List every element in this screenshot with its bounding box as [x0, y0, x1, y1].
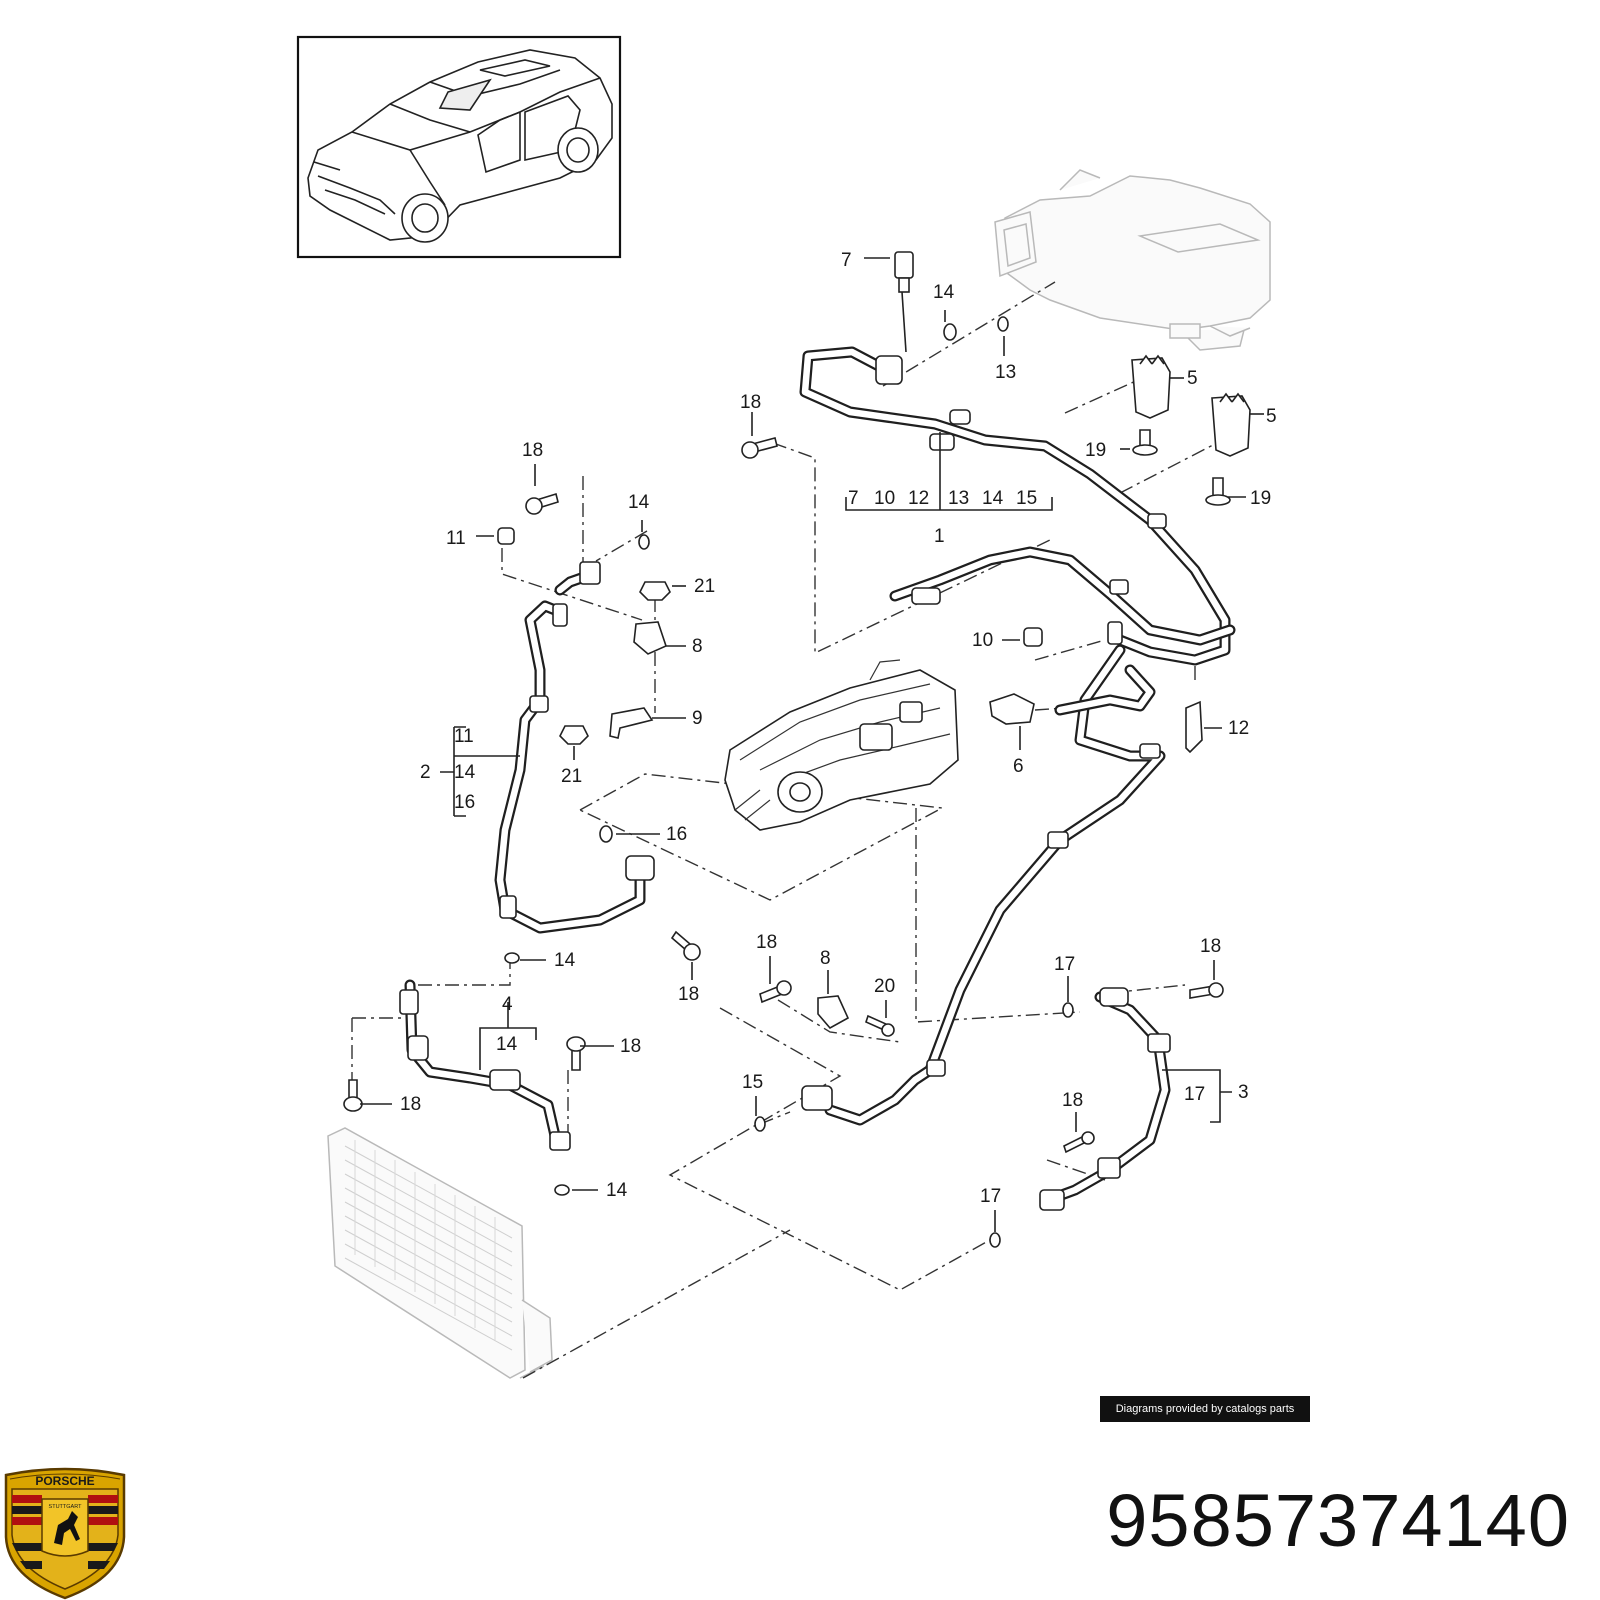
callout-4: 4: [502, 994, 513, 1015]
callout-18: 18: [400, 1094, 421, 1115]
condenser: [327, 1127, 553, 1379]
car-illustration: [307, 49, 613, 243]
callout-8: 8: [692, 636, 703, 657]
callout-10: 10: [972, 630, 993, 651]
callout-9: 9: [692, 708, 703, 729]
callout-18: 18: [740, 392, 761, 413]
callout-19: 19: [1250, 488, 1271, 509]
group-1-item: 14: [982, 488, 1004, 509]
group-2-item: 16: [454, 792, 475, 813]
ac-compressor: [724, 659, 959, 831]
callout-20: 20: [874, 976, 895, 997]
callout-5: 5: [1266, 406, 1277, 427]
callout-18: 18: [1200, 936, 1221, 957]
callout-17: 17: [1054, 954, 1075, 975]
callout-19: 19: [1085, 440, 1106, 461]
callout-18: 18: [756, 932, 777, 953]
fittings: [343, 251, 1251, 1248]
callout-12: 12: [1228, 718, 1249, 739]
group-1-item: 13: [948, 488, 969, 509]
callout-17: 17: [980, 1186, 1001, 1207]
group-2-item: 11: [454, 726, 474, 747]
callout-6: 6: [1013, 756, 1024, 777]
callout-18: 18: [1062, 1090, 1083, 1111]
hvac-unit: [994, 169, 1271, 351]
callout-14: 14: [606, 1180, 628, 1201]
callout-2: 2: [420, 762, 431, 783]
callout-21: 21: [694, 576, 715, 597]
group-1-item: 7: [848, 488, 859, 509]
logo-stuttgart: STUTTGART: [49, 1504, 83, 1510]
callout-7: 7: [841, 250, 852, 271]
logo-wordmark: PORSCHE: [35, 1474, 94, 1488]
callout-18: 18: [522, 440, 543, 461]
callout-5: 5: [1187, 368, 1198, 389]
group-3-item: 17: [1184, 1084, 1205, 1105]
callout-labels: 7 14 13 5 5 19 19 18 18 7 10 12 13 14 15…: [400, 250, 1277, 1207]
callout-18: 18: [678, 984, 699, 1005]
vehicle-inset: [296, 35, 622, 259]
leader-lines: [360, 257, 1264, 1232]
callout-1: 1: [934, 526, 945, 547]
callout-8: 8: [820, 948, 831, 969]
callout-21: 21: [561, 766, 582, 787]
group-4-item: 14: [496, 1034, 518, 1055]
group-1-item: 12: [908, 488, 929, 509]
group-1-item: 10: [874, 488, 895, 509]
callout-3: 3: [1238, 1082, 1249, 1103]
group-1-item: 15: [1016, 488, 1037, 509]
callout-14: 14: [628, 492, 650, 513]
callout-11: 11: [446, 528, 466, 549]
callout-14: 14: [554, 950, 576, 971]
credit-banner: Diagrams provided by catalogs parts: [1100, 1396, 1310, 1422]
callout-18: 18: [620, 1036, 641, 1057]
porsche-crest-logo: PORSCHE STUTTGART: [4, 1467, 126, 1600]
callout-16: 16: [666, 824, 687, 845]
callout-13: 13: [995, 362, 1016, 383]
callout-14: 14: [933, 282, 955, 303]
callout-15: 15: [742, 1072, 763, 1093]
part-number: 95857374140: [1106, 1479, 1570, 1562]
group-2-item: 14: [454, 762, 476, 783]
